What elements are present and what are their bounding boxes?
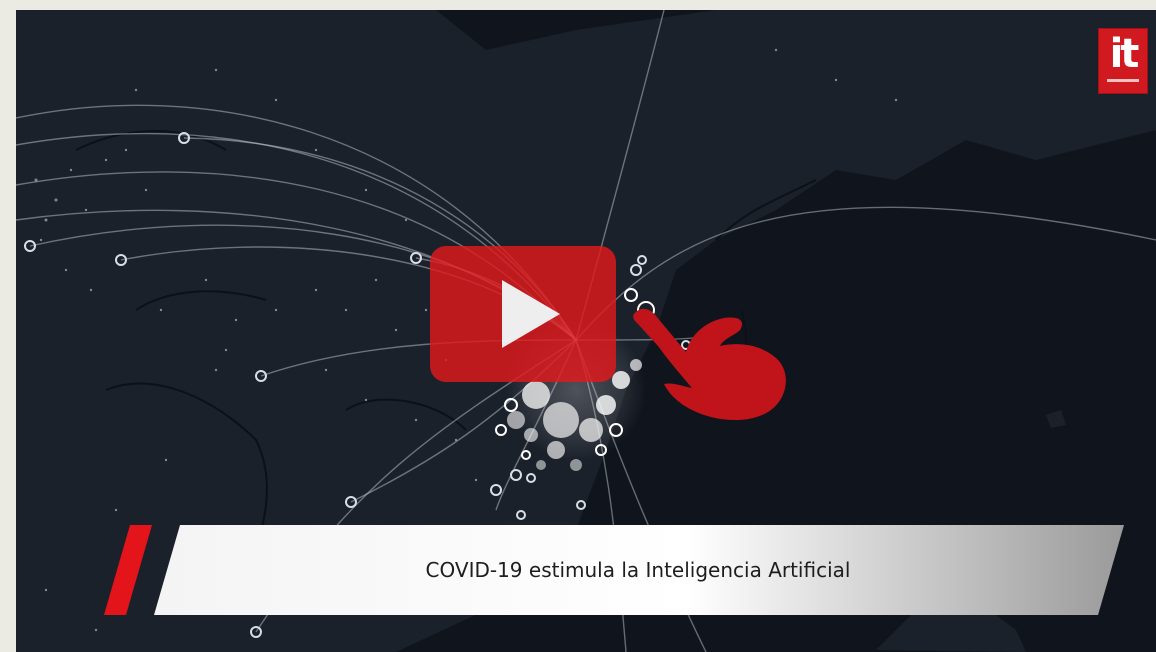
scattered-city-dots	[34, 48, 898, 632]
video-title: COVID-19 estimula la Inteligencia Artifi…	[425, 558, 851, 582]
video-frame[interactable]: it COVID-19 estimula la Inteligencia Art…	[16, 10, 1156, 652]
it-logo: it	[1098, 28, 1148, 94]
title-banner	[154, 525, 1124, 615]
logo-text: it	[1109, 31, 1140, 77]
title-accent-stripe	[104, 525, 152, 615]
pointing-hand-icon	[633, 308, 786, 421]
play-button[interactable]	[430, 246, 616, 382]
play-icon	[502, 280, 560, 348]
logo-underline	[1107, 79, 1139, 82]
